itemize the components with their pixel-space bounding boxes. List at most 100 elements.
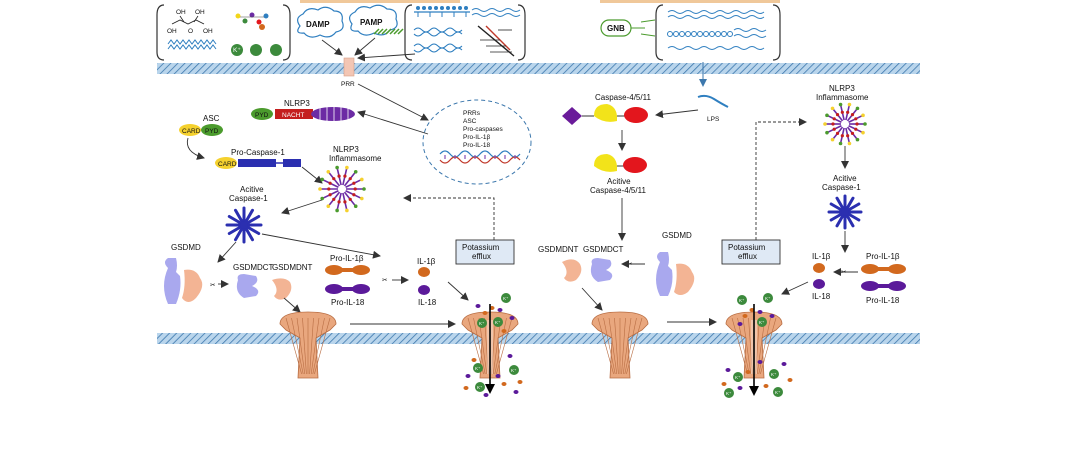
- cut-dna-icon: [477, 25, 515, 57]
- pro-il1b-left-label: Pro-IL-1β: [330, 254, 364, 263]
- nlrp3-inflammasome-left: [318, 165, 366, 213]
- lps-bracket-box: [655, 4, 781, 61]
- il18-left-label: IL-18: [418, 298, 437, 307]
- pro-il1b-right-label: Pro-IL-1β: [866, 252, 900, 261]
- lower-membrane: [157, 333, 920, 344]
- svg-text:OH: OH: [167, 28, 177, 35]
- svg-text:K⁺: K⁺: [233, 47, 241, 54]
- scissors-icon: ✂: [382, 277, 388, 284]
- top-accent-bar-right: [600, 0, 780, 3]
- svg-text:PYD: PYD: [255, 112, 269, 119]
- gsdmdct-left-label: GSDMDCT: [233, 263, 274, 272]
- lps-label: LPS: [707, 116, 720, 123]
- gsdmdnt-right-label: GSDMDNT: [538, 245, 579, 254]
- asc-protein: CARD PYD: [179, 124, 223, 136]
- sugar-molecule-icon: OH OH OH O OH: [167, 9, 213, 35]
- nucleus-line: Pro-caspases: [463, 126, 503, 133]
- nucleus-dna-icon: [439, 150, 521, 158]
- il18-right-label: IL-18: [812, 292, 831, 301]
- gsdmdnt-left-label: GSDMDNT: [272, 263, 313, 272]
- caspase4511-protein: [562, 104, 648, 125]
- pamp-hatched-bar-icon: [373, 28, 404, 35]
- gnb-cloud: GNB: [600, 19, 656, 37]
- active-caspase1-left: [225, 206, 263, 244]
- svg-text:OH: OH: [195, 9, 205, 16]
- pore-left-closed: [279, 311, 337, 379]
- gsdmdct-left-protein: [236, 274, 259, 298]
- svg-text:GNB: GNB: [607, 24, 625, 33]
- svg-text:K⁺: K⁺: [477, 385, 483, 390]
- pamp-cloud: PAMP: [349, 4, 404, 36]
- nucleus-line: Pro-IL-18: [463, 142, 490, 149]
- nucleus-line: Pro-IL-1β: [463, 134, 490, 141]
- gsdmd-left-protein: [164, 258, 203, 304]
- gsdmdct-right-protein: [590, 258, 613, 282]
- active-caspase1-right-label: Acitive: [833, 174, 857, 183]
- molecule-cluster-icon: [235, 12, 269, 30]
- svg-text:NACHT: NACHT: [282, 112, 304, 119]
- il1b-right-protein: [813, 263, 825, 273]
- lps-bead-chain-icon: [667, 31, 733, 37]
- il1b-left-protein: [418, 267, 430, 277]
- gsdmdct-right-label: GSDMDCT: [583, 245, 624, 254]
- ion-circle-icon: [270, 44, 282, 56]
- svg-text:PYD: PYD: [205, 128, 219, 135]
- gsdmdnt-right-protein: [562, 259, 582, 282]
- top-accent-bar-left: [300, 0, 460, 3]
- prr-receptor: [343, 57, 355, 77]
- svg-text:K⁺: K⁺: [475, 366, 481, 371]
- released-cytokines-right: K⁺K⁺K⁺K⁺: [721, 360, 793, 398]
- zigzag-ribbon-icon: [167, 39, 217, 45]
- damp-cloud: DAMP: [297, 6, 344, 38]
- pro-caspase1-label: Pro-Caspase-1: [231, 148, 285, 157]
- scissors-icon: ✂: [627, 261, 633, 268]
- pore-left-contents: K⁺ K⁺ K⁺: [475, 293, 515, 333]
- svg-text:PAMP: PAMP: [360, 18, 383, 27]
- svg-text:K⁺: K⁺: [735, 375, 741, 380]
- nlrp3-inflammasome-right: [823, 102, 867, 146]
- svg-text:CARD: CARD: [182, 128, 201, 135]
- svg-text:K⁺: K⁺: [759, 320, 765, 325]
- released-cytokines-left: K⁺K⁺K⁺: [463, 354, 523, 397]
- svg-text:K⁺: K⁺: [765, 296, 771, 301]
- svg-text:efflux: efflux: [472, 252, 491, 261]
- active-caspase4511-label: Acitive: [607, 177, 631, 186]
- prr-label: PRR: [341, 81, 355, 88]
- pore-right-closed: [591, 311, 649, 379]
- svg-text:K⁺: K⁺: [479, 321, 485, 326]
- nucleus: PRRs ASC Pro-caspases Pro-IL-1β Pro-IL-1…: [422, 99, 532, 185]
- dangers-bracket-box: OH OH OH O OH K⁺: [156, 4, 291, 61]
- inflammasome-left-label-2: Inflammasome: [329, 154, 382, 163]
- svg-text:O: O: [188, 28, 193, 35]
- ion-circle-icon: [250, 44, 262, 56]
- potassium-efflux-box-left: Potassium efflux: [455, 239, 515, 265]
- nlrp3-protein: PYD NACHT: [251, 107, 355, 121]
- inflammasome-left-label: NLRP3: [333, 145, 359, 154]
- gsdmd-right-label: GSDMD: [662, 231, 692, 240]
- active-caspase4511-protein: [594, 154, 647, 173]
- svg-text:K⁺: K⁺: [775, 390, 781, 395]
- svg-text:K⁺: K⁺: [503, 296, 509, 301]
- pro-caspase1-protein: CARD: [215, 157, 301, 169]
- il18-left-protein: [418, 285, 430, 295]
- svg-text:Potassium: Potassium: [728, 243, 766, 252]
- ion-circle-icon: [231, 44, 243, 56]
- active-caspase1-right: [827, 194, 863, 230]
- gsdmd-right-protein: [656, 252, 695, 296]
- pro-il1b-right-protein: [861, 264, 906, 274]
- svg-text:efflux: efflux: [738, 252, 757, 261]
- pro-il18-left-protein: [325, 284, 370, 294]
- nucleus-line: PRRs: [463, 110, 481, 117]
- svg-text:OH: OH: [203, 28, 213, 35]
- il18-right-protein: [813, 279, 825, 289]
- svg-text:K⁺: K⁺: [495, 320, 501, 325]
- pore-right-contents: K⁺K⁺K⁺: [737, 293, 775, 327]
- svg-text:DAMP: DAMP: [306, 20, 330, 29]
- asc-label: ASC: [203, 114, 220, 123]
- il1b-right-label: IL-1β: [812, 252, 831, 261]
- pathogen-dna-bracket-box: [404, 4, 526, 61]
- nucleus-line: ASC: [463, 118, 477, 125]
- svg-text:CARD: CARD: [218, 161, 237, 168]
- svg-text:OH: OH: [176, 9, 186, 16]
